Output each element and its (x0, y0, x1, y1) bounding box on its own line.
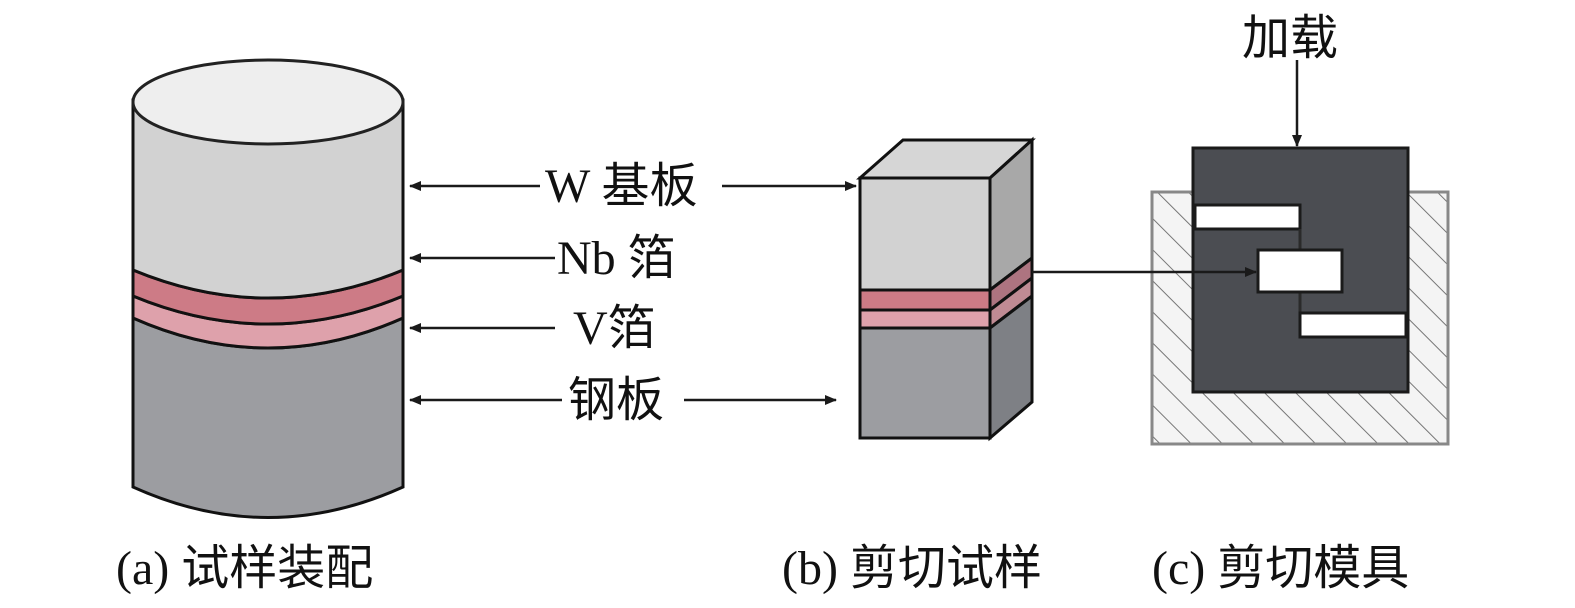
label-load: 加载 (1242, 12, 1338, 65)
cylinder-top-face (131, 58, 405, 146)
cuboid-nb-layer (858, 288, 992, 312)
label-w-substrate: W 基板 (545, 160, 697, 213)
shear-mold (1150, 146, 1450, 446)
mold-sample-slot (1256, 248, 1344, 294)
cuboid-v-layer (858, 308, 992, 330)
label-steel-plate: 钢板 (568, 374, 664, 427)
cylinder-sample-assembly (131, 58, 405, 519)
label-nb-foil: Nb 箔 (557, 232, 676, 285)
layer-labels: W 基板 Nb 箔 V箔 钢板 (409, 160, 857, 427)
cuboid-shear-sample (856, 136, 1036, 442)
caption-c: (c) 剪切模具 (1152, 542, 1409, 595)
mold-slot-lower (1298, 311, 1408, 339)
mold-slot-upper (1193, 203, 1302, 231)
cuboid-w-layer (858, 176, 992, 292)
cylinder-w-substrate-layer (131, 98, 405, 300)
caption-a: (a) 试样装配 (116, 542, 373, 595)
cuboid-steel-layer (858, 326, 992, 440)
caption-b: (b) 剪切试样 (782, 542, 1042, 595)
label-v-foil: V箔 (573, 302, 656, 355)
